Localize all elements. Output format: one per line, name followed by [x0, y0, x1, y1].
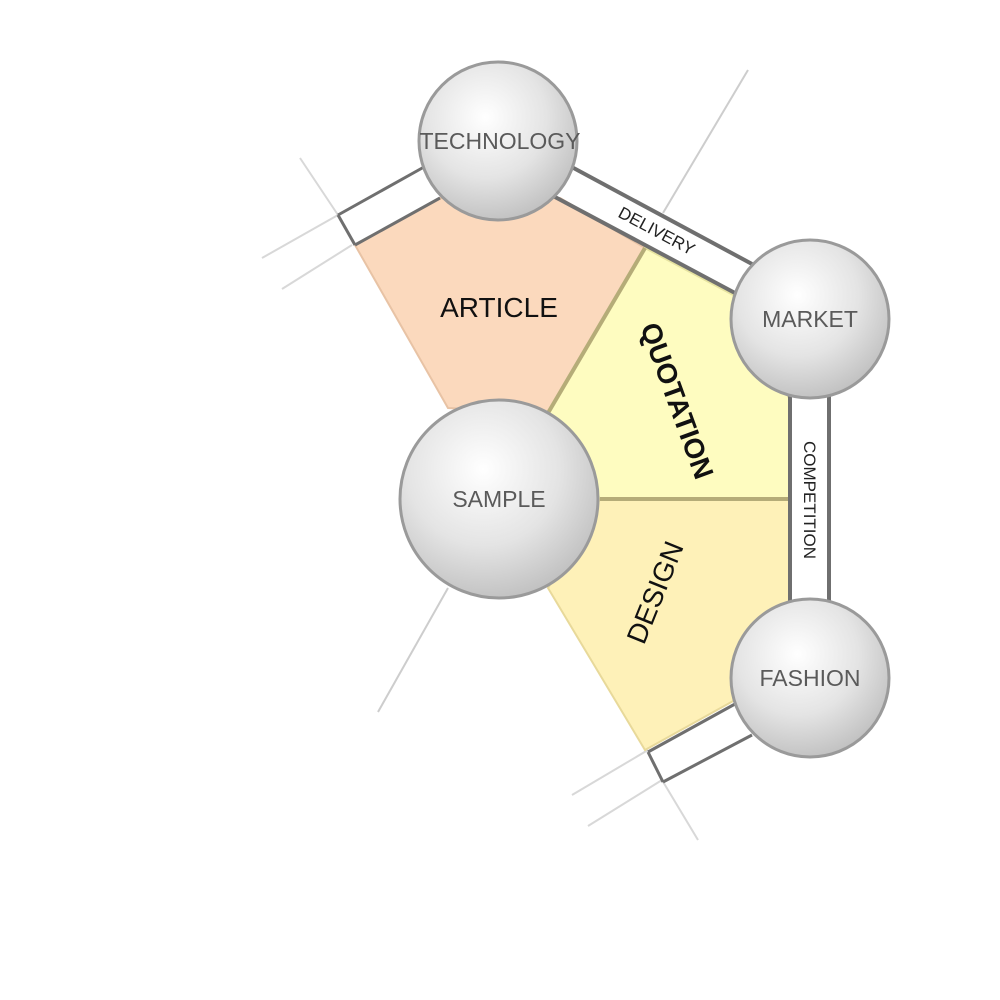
guide-line: [377, 587, 449, 713]
guide-line: [281, 244, 353, 290]
guide-line: [662, 69, 749, 214]
node-market[interactable]: [729, 238, 891, 400]
node-technology[interactable]: [417, 60, 579, 222]
connector-delivery: [554, 163, 753, 295]
guide-line: [571, 749, 649, 796]
guide-line: [661, 779, 699, 841]
node-fashion[interactable]: [729, 597, 891, 759]
guide-line: [261, 214, 339, 259]
region-borders: [546, 246, 790, 501]
guide-line: [299, 157, 339, 216]
region-article-label: ARTICLE: [440, 292, 558, 323]
node-sample[interactable]: [398, 398, 600, 600]
guide-lines: [255, 69, 995, 841]
edge-competition-label: COMPETITION: [800, 441, 819, 559]
node-technology-label: TECHNOLOGY: [419, 128, 580, 154]
node-sample-label: SAMPLE: [452, 486, 545, 512]
connector-fashion-bottom: [646, 702, 753, 784]
connector-competition: [788, 396, 831, 604]
node-fashion-label: FASHION: [760, 665, 861, 691]
guide-line: [587, 779, 663, 827]
connector-technology-left: [336, 165, 441, 247]
node-market-label: MARKET: [762, 306, 858, 332]
